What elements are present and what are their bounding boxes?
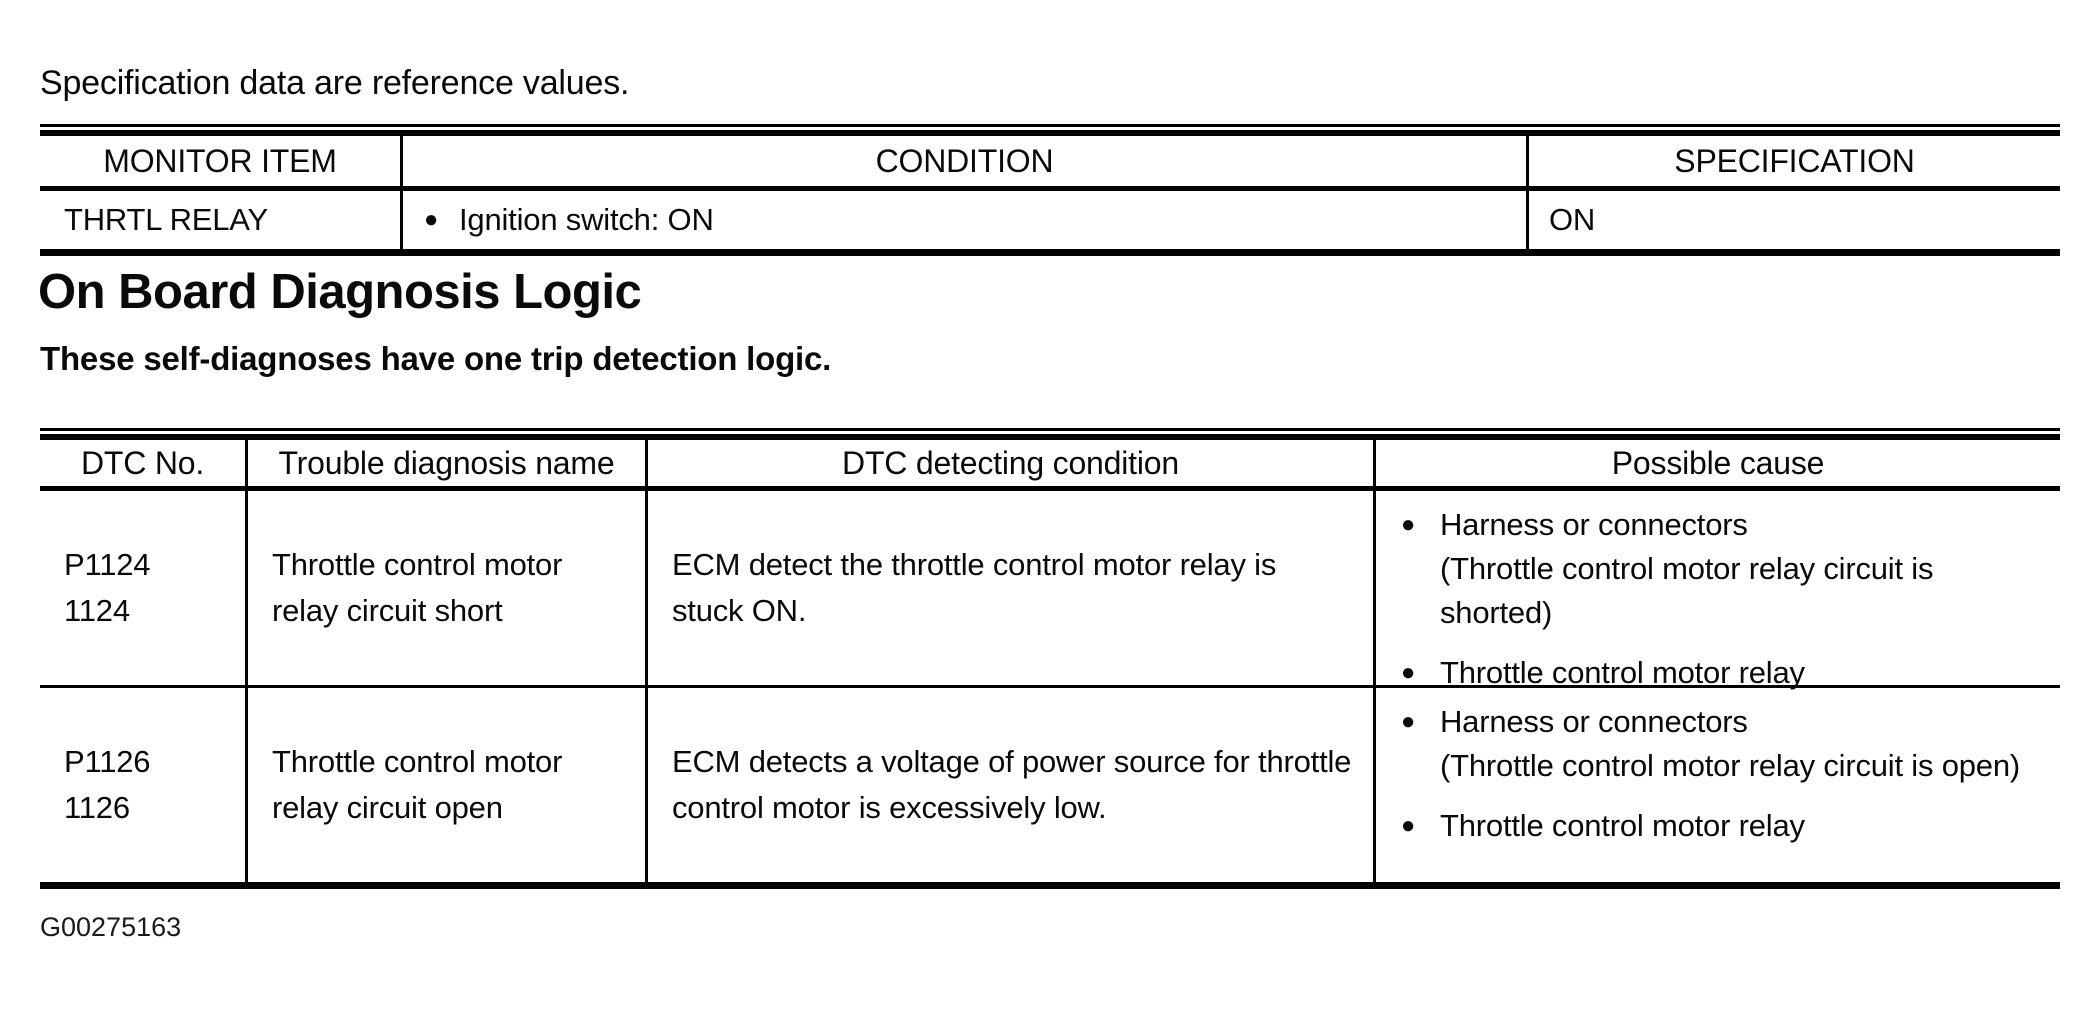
condition-value: Ignition switch: ON [459,202,714,237]
dtc-no-cell: P1124 1124 [40,491,248,685]
dtc-table: DTC No. Trouble diagnosis name DTC detec… [40,428,2060,889]
dtc-code: P1126 [64,744,151,779]
monitor-table: MONITOR ITEM CONDITION SPECIFICATION THR… [40,124,2060,256]
table-bottom-rule [40,249,2060,256]
trouble-name: Throttle control motor relay circuit sho… [272,547,563,628]
trouble-name-cell: Throttle control motor relay circuit sho… [248,491,648,685]
trouble-name-cell: Throttle control motor relay circuit ope… [248,688,648,882]
condition-cell: ● Ignition switch: ON [403,191,1529,249]
possible-cause-cell: ● Harness or connectors (Throttle contro… [1376,491,2060,690]
trouble-name: Throttle control motor relay circuit ope… [272,744,563,825]
dtc-code-alt: 1124 [64,593,130,628]
spec-note: Specification data are reference values. [40,64,630,102]
header-specification: SPECIFICATION [1674,142,1915,179]
dtc-no-cell: P1126 1126 [40,688,248,882]
cause-text: Throttle control motor relay [1440,804,1805,848]
cause-line: Throttle control motor relay [1440,808,1805,843]
dtc-row-p1126: P1126 1126 Throttle control motor relay … [40,688,2060,882]
cause-item: ● Throttle control motor relay [1376,651,2046,695]
header-monitor-item: MONITOR ITEM [40,136,403,186]
specification-value: ON [1549,202,1596,237]
dtc-table-header-row: DTC No. Trouble diagnosis name DTC detec… [40,440,2060,491]
cause-text: Throttle control motor relay [1440,651,1805,695]
table-bottom-rule [40,882,2060,889]
cause-line: Harness or connectors [1440,507,1748,542]
section-title: On Board Diagnosis Logic [38,265,642,319]
possible-cause-cell: ● Harness or connectors (Throttle contro… [1376,688,2060,882]
monitor-item-value: THRTL RELAY [40,191,403,249]
cause-text: Harness or connectors (Throttle control … [1440,700,2020,788]
table-top-rule [40,124,2060,136]
cause-item: ● Throttle control motor relay [1376,804,2046,848]
bullet-icon: ● [1400,511,1416,538]
cause-line: Throttle control motor relay [1440,655,1805,690]
header-dtc-no: DTC No. [40,440,248,486]
bullet-icon: ● [1400,708,1416,735]
dtc-row-p1124: P1124 1124 Throttle control motor relay … [40,491,2060,690]
bullet-icon: ● [423,206,439,233]
cause-line: Harness or connectors [1440,704,1748,739]
header-dtc-detecting-condition: DTC detecting condition [648,440,1376,486]
detecting-condition-cell: ECM detects a voltage of power source fo… [648,688,1376,882]
section-subtitle: These self-diagnoses have one trip detec… [40,340,832,377]
cause-item: ● Harness or connectors (Throttle contro… [1376,700,2046,788]
detecting-condition: ECM detects a voltage of power source fo… [672,744,1352,825]
detecting-condition-cell: ECM detect the throttle control motor re… [648,491,1376,685]
cause-line: (Throttle control motor relay circuit is… [1440,748,2020,783]
header-possible-cause: Possible cause [1611,444,1825,481]
header-condition: CONDITION [403,136,1529,186]
cause-item: ● Harness or connectors (Throttle contro… [1376,503,2046,635]
header-trouble-diagnosis-name: Trouble diagnosis name [248,440,648,486]
dtc-code-alt: 1126 [64,790,130,825]
monitor-table-header-row: MONITOR ITEM CONDITION SPECIFICATION [40,136,2060,191]
dtc-code: P1124 [64,547,151,582]
figure-id: G00275163 [40,912,182,942]
bullet-icon: ● [1400,659,1416,686]
detecting-condition: ECM detect the throttle control motor re… [672,547,1277,628]
bullet-icon: ● [1400,812,1416,839]
table-top-rule [40,428,2060,440]
monitor-table-row: THRTL RELAY ● Ignition switch: ON ON [40,191,2060,249]
cause-text: Harness or connectors (Throttle control … [1440,503,2046,635]
cause-line: (Throttle control motor relay circuit is… [1440,551,1934,630]
